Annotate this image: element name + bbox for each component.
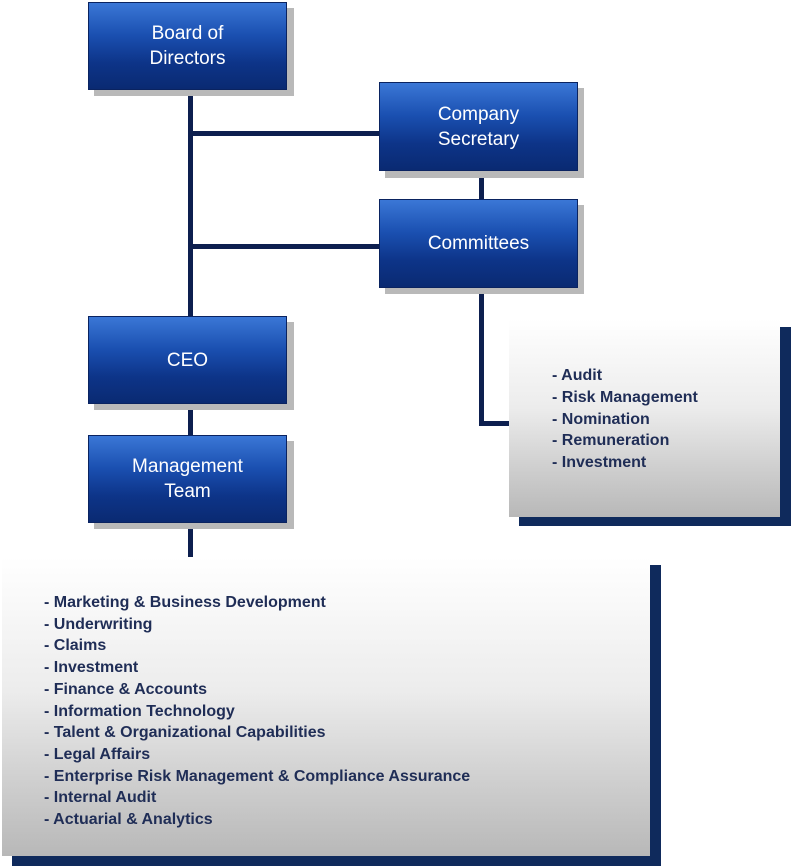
management-function-item: - Actuarial & Analytics [44,811,213,829]
management-function-item: - Marketing & Business Development [44,594,326,611]
connector-committees-vertical [479,288,484,426]
committee-item: - Risk Management [552,388,698,406]
committees-panel: - Audit - Risk Management - Nomination -… [509,319,780,517]
committees-list: - Audit - Risk Management - Nomination -… [552,365,780,474]
connector-board-to-secretary [188,131,380,136]
management-function-item: - Information Technology [44,702,235,720]
committee-item: - Audit [552,367,603,384]
management-function-item: - Internal Audit [44,789,157,807]
management-function-item: - Enterprise Risk Management & Complianc… [44,767,471,785]
committee-item: - Nomination [552,410,650,428]
management-function-item: - Claims [44,637,107,655]
committees-box: Committees [379,199,578,288]
connector-ceo-to-management [188,404,193,438]
ceo-label: CEO [166,349,209,371]
company-secretary-label: Company Secretary [437,103,520,150]
management-function-item: - Legal Affairs [44,745,151,763]
committee-item: - Investment [552,454,647,471]
company-secretary-box: Company Secretary [379,82,578,171]
management-functions-list: - Marketing & Business Development - Und… [44,592,650,831]
connector-committees-horizontal [479,421,511,426]
committee-item: - Remuneration [552,432,670,450]
board-of-directors-label: Board of Directors [149,23,226,69]
connector-management-to-list [188,523,193,557]
management-function-item: - Talent & Organizational Capabilities [44,724,326,742]
connector-board-to-committees [188,244,380,249]
management-function-item: - Investment [44,659,139,677]
committees-label: Committees [427,233,530,254]
management-team-box: Management Team [88,435,287,523]
management-team-label: Management Team [132,456,243,502]
ceo-box: CEO [88,316,287,404]
connector-secretary-to-committees [479,170,484,202]
connector-board-to-ceo [188,88,193,318]
board-of-directors-box: Board of Directors [88,2,287,90]
management-panel: - Marketing & Business Development - Und… [2,557,650,856]
management-function-item: - Underwriting [44,615,153,633]
management-function-item: - Finance & Accounts [44,680,207,698]
